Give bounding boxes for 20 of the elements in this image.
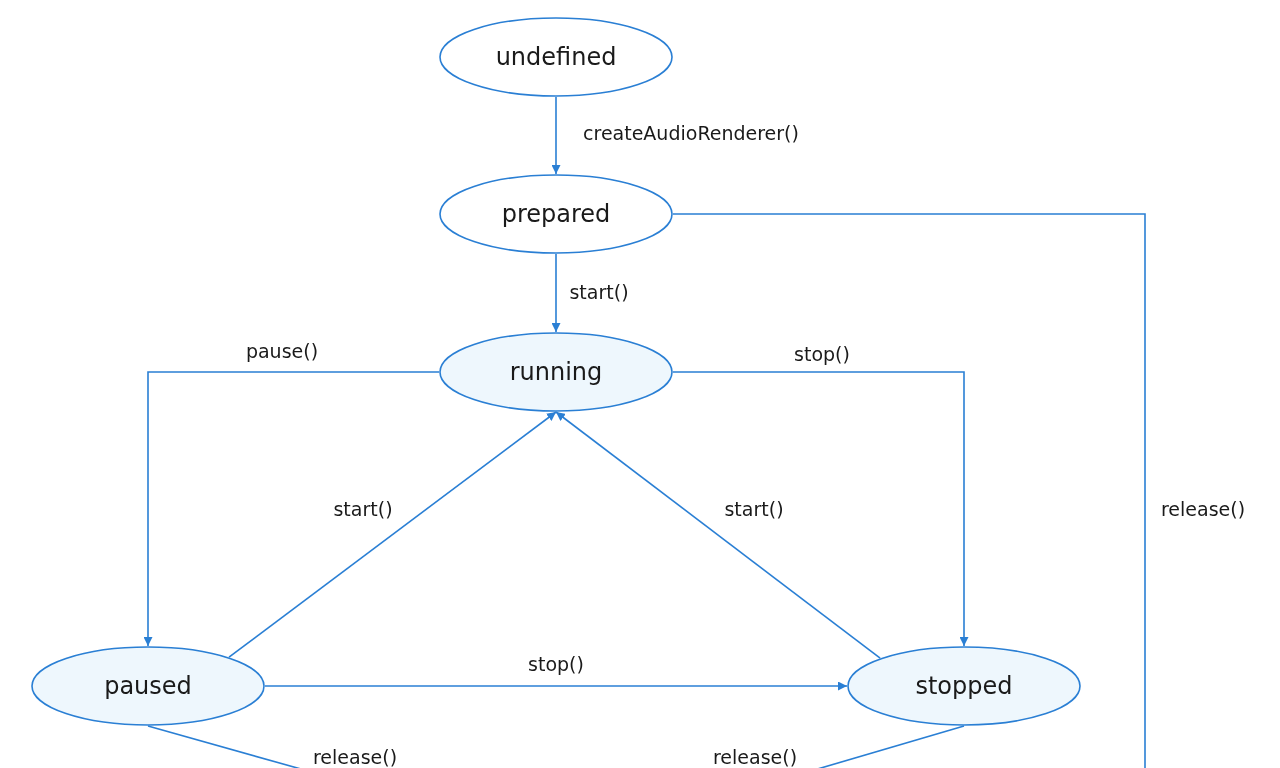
arrow — [551, 253, 561, 333]
arrow — [264, 681, 848, 691]
edge-label: stop() — [792, 343, 852, 365]
state-label: prepared — [501, 200, 611, 228]
arrow — [228, 411, 557, 658]
arrow — [555, 411, 881, 659]
edge-label: createAudioRenderer() — [581, 122, 801, 144]
state-label: stopped — [915, 672, 1013, 700]
state-ellipse — [439, 174, 673, 254]
state-label: undefined — [495, 43, 617, 71]
state-ellipse — [31, 646, 265, 726]
arrow — [672, 371, 969, 647]
arrow — [551, 96, 561, 175]
edge-label: stop() — [526, 653, 586, 675]
arrow — [143, 371, 440, 647]
state-label: running — [509, 358, 603, 386]
state-ellipse — [439, 332, 673, 412]
state-ellipse — [439, 17, 673, 97]
state-label: paused — [104, 672, 192, 700]
state-ellipse — [847, 646, 1081, 726]
